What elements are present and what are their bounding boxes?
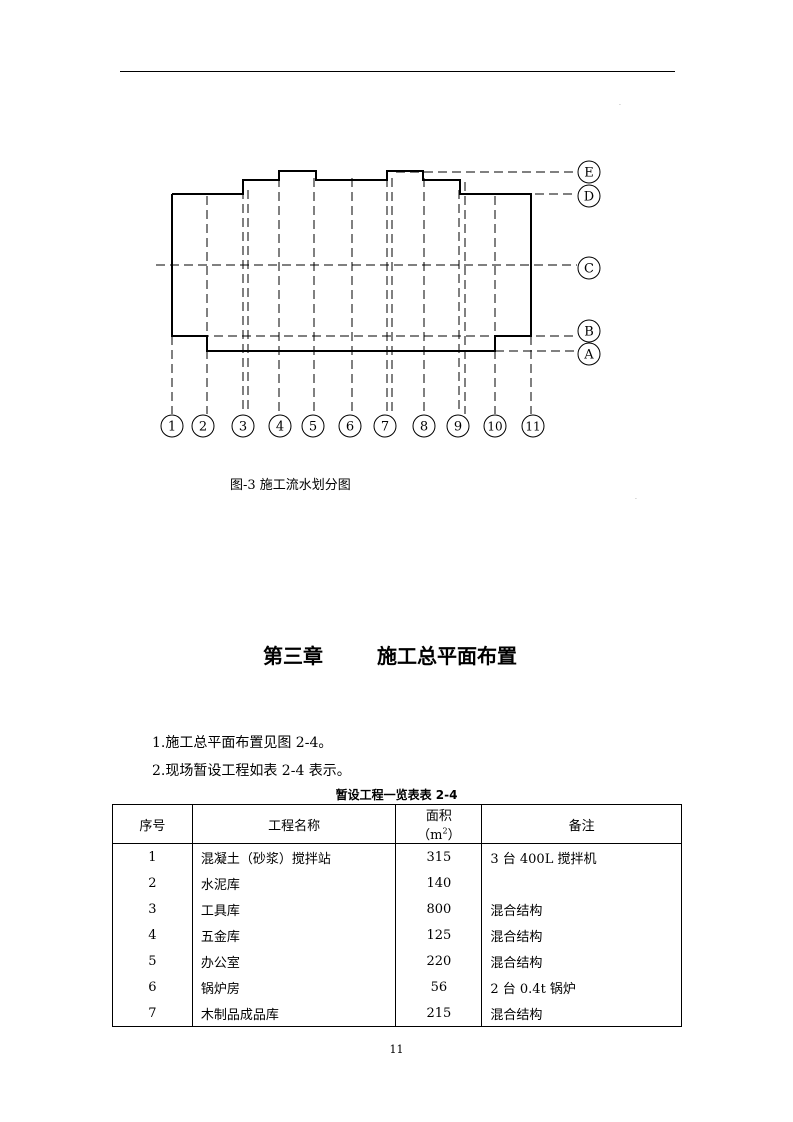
cell-name: 水泥库 — [191, 870, 397, 896]
chapter-number: 第三章 — [263, 644, 323, 668]
svg-text:8: 8 — [420, 420, 428, 435]
column-axis-bubble-7: 7 — [373, 414, 397, 438]
speck: . — [619, 100, 621, 107]
row-axis-bubble-C: C — [577, 256, 601, 280]
cell-no: 7 — [112, 1000, 193, 1027]
svg-text:2: 2 — [199, 420, 207, 435]
svg-text:9: 9 — [454, 420, 462, 435]
cell-area: 315 — [395, 843, 483, 870]
cell-area: 800 — [395, 896, 483, 922]
cell-name: 办公室 — [191, 948, 397, 974]
header-note: 备注 — [481, 804, 682, 844]
column-axis-bubble-4: 4 — [268, 414, 292, 438]
svg-text:6: 6 — [346, 420, 354, 435]
column-axis-bubble-1: 1 — [160, 414, 184, 438]
column-axis-bubble-10: 10 — [483, 414, 507, 438]
cell-note: 混合结构 — [481, 896, 682, 922]
cell-no: 3 — [112, 896, 193, 922]
cell-note: 混合结构 — [481, 1000, 682, 1027]
table-title: 暂设工程一览表表 2-4 — [335, 788, 458, 802]
svg-text:B: B — [584, 325, 594, 340]
cell-name: 混凝土（砂浆）搅拌站 — [191, 843, 397, 870]
cell-area: 125 — [395, 922, 483, 948]
header-no: 序号 — [112, 804, 193, 844]
svg-text:10: 10 — [487, 420, 502, 434]
cell-no: 6 — [112, 974, 193, 1000]
cell-note: 2 台 0.4t 锅炉 — [481, 974, 682, 1000]
grid-lines — [156, 171, 577, 414]
chapter-title: 施工总平面布置 — [377, 644, 517, 668]
svg-text:E: E — [584, 166, 594, 181]
svg-text:5: 5 — [309, 420, 317, 435]
column-axis-bubble-3: 3 — [231, 414, 255, 438]
cell-name: 五金库 — [191, 922, 397, 948]
column-axis-bubble-2: 2 — [191, 414, 215, 438]
svg-text:3: 3 — [239, 420, 247, 435]
cell-note: 混合结构 — [481, 922, 682, 948]
row-axis-bubble-B: B — [577, 319, 601, 343]
cell-area: 140 — [395, 870, 483, 896]
cell-area: 56 — [395, 974, 483, 1000]
cell-area: 220 — [395, 948, 483, 974]
svg-text:D: D — [584, 190, 594, 205]
header-rule — [120, 71, 675, 72]
speck: . — [635, 494, 637, 501]
cell-note: 3 台 400L 搅拌机 — [481, 843, 682, 870]
column-axis-bubble-8: 8 — [412, 414, 436, 438]
header-area: 面积（m2） — [395, 804, 483, 844]
row-axis-bubble-E: E — [577, 160, 601, 184]
column-axis-bubble-9: 9 — [446, 414, 470, 438]
svg-text:C: C — [584, 262, 594, 277]
row-axis-bubble-D: D — [577, 184, 601, 208]
column-axis-bubble-11: 11 — [521, 414, 545, 438]
svg-text:A: A — [583, 348, 594, 363]
paragraph-1: 1.施工总平面布置见图 2-4。 — [152, 735, 333, 751]
cell-name: 木制品成品库 — [191, 1000, 397, 1027]
row-axis-bubbles: ED C BA — [577, 160, 601, 366]
cell-no: 1 — [112, 843, 193, 870]
building-outline — [171, 170, 532, 352]
svg-text:7: 7 — [381, 420, 389, 435]
cell-note — [481, 870, 682, 896]
cell-note: 混合结构 — [481, 948, 682, 974]
chapter-heading: 第三章 施工总平面布置 — [263, 640, 517, 669]
svg-text:4: 4 — [276, 420, 284, 435]
column-axis-bubble-5: 5 — [301, 414, 325, 438]
cell-no: 2 — [112, 870, 193, 896]
header-name: 工程名称 — [191, 804, 397, 844]
paragraph-2: 2.现场暂设工程如表 2-4 表示。 — [152, 763, 351, 779]
cell-name: 工具库 — [191, 896, 397, 922]
column-axis-bubble-6: 6 — [338, 414, 362, 438]
table-header-row: 序号 工程名称 面积（m2） 备注 — [112, 804, 682, 844]
row-axis-bubble-A: A — [577, 342, 601, 366]
page-number: 11 — [389, 1043, 404, 1056]
figure-caption: 图-3 施工流水划分图 — [230, 478, 351, 493]
construction-flow-division-plan: ED C BA 1 2 3 4 5 6 7 8 9 10 11 — [156, 160, 601, 438]
svg-text:11: 11 — [525, 420, 540, 434]
svg-text:1: 1 — [168, 420, 176, 435]
cell-no: 4 — [112, 922, 193, 948]
cell-area: 215 — [395, 1000, 483, 1027]
cell-no: 5 — [112, 948, 193, 974]
cell-name: 锅炉房 — [191, 974, 397, 1000]
column-axis-bubbles: 1 2 3 4 5 6 7 8 9 10 11 — [160, 414, 545, 438]
